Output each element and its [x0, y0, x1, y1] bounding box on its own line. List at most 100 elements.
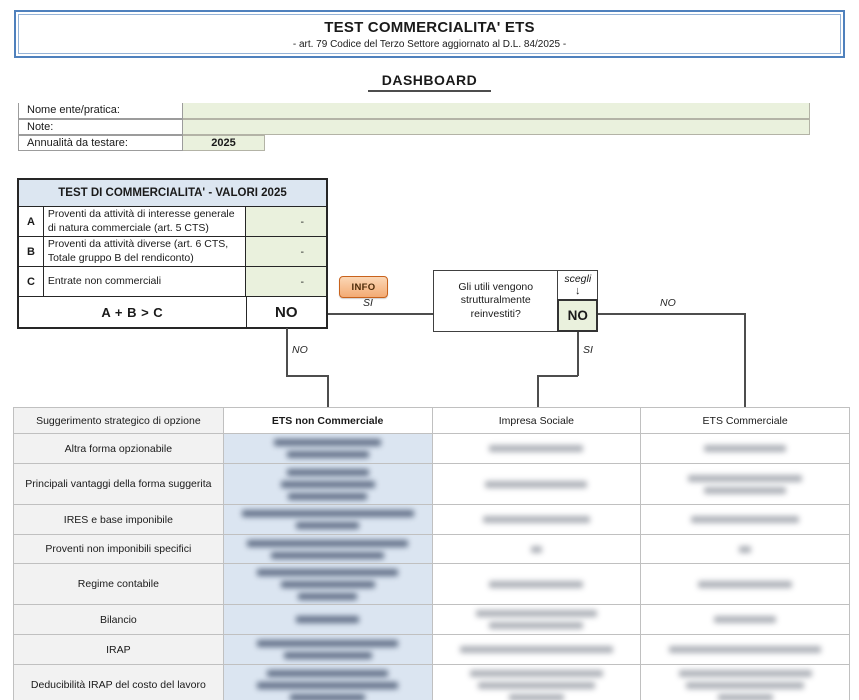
matrix-row-label: Bilancio: [14, 605, 224, 635]
blurred-text-line: [286, 451, 369, 458]
connector-si-top: [328, 313, 433, 315]
blurred-content-cell: [223, 505, 433, 535]
connector-no-right: [598, 313, 745, 315]
blurred-text-line: [698, 580, 793, 588]
blurred-text-line: [482, 516, 591, 523]
nome-ente-label: Nome ente/pratica:: [18, 103, 183, 119]
row-value-b[interactable]: -: [245, 237, 326, 266]
chooser-cell: scegli ↓: [558, 271, 597, 300]
blurred-text-line: [266, 669, 389, 677]
matrix-row-label: Regime contabile: [14, 564, 224, 605]
result-row: A + B > C NO: [19, 297, 326, 327]
blurred-text-line: [686, 681, 804, 689]
blurred-content-cell: [641, 635, 850, 665]
blurred-text-line: [296, 616, 359, 623]
matrix-row-label: Proventi non imponibili specifici: [14, 535, 224, 564]
blurred-content-cell: [641, 505, 850, 535]
blurred-content-cell: [433, 665, 642, 700]
blurred-content-cell: [641, 464, 850, 505]
connector-si-step: [537, 375, 578, 377]
matrix-table: Suggerimento strategico di opzione ETS n…: [13, 407, 850, 700]
question-box: Gli utili vengono strutturalmente reinve…: [433, 270, 598, 332]
matrix-row-label: Altra forma opzionabile: [14, 434, 224, 464]
question-text: Gli utili vengono strutturalmente reinve…: [458, 280, 534, 320]
matrix-row-label: Principali vantaggi della forma suggerit…: [14, 464, 224, 505]
blurred-text-line: [280, 480, 375, 488]
annualita-input[interactable]: 2025: [183, 135, 265, 151]
connector-no-down2: [327, 375, 329, 407]
note-input[interactable]: [183, 119, 810, 135]
blurred-content-cell: [223, 535, 433, 564]
info-button[interactable]: INFO: [339, 276, 388, 298]
page-title: DASHBOARD: [367, 72, 492, 92]
blurred-content-cell: [223, 464, 433, 505]
blurred-content-cell: [432, 635, 642, 665]
blurred-content-cell: [223, 434, 433, 464]
table-row: Regime contabile: [14, 564, 850, 605]
blurred-text-line: [290, 693, 365, 700]
blurred-text-line: [270, 551, 385, 559]
app-subtitle: - art. 79 Codice del Terzo Settore aggio…: [292, 38, 567, 50]
connector-no-right-down: [744, 313, 746, 407]
matrix-header-row: Suggerimento strategico di opzione ETS n…: [14, 408, 850, 434]
blurred-content-cell: [223, 665, 433, 700]
note-label: Note:: [18, 119, 183, 135]
answer-dropdown-cell[interactable]: NO: [557, 299, 598, 332]
blurred-text-line: [283, 652, 372, 659]
blurred-content-cell: [223, 564, 433, 605]
matrix-row-label: IRAP: [14, 635, 224, 665]
table-row: C Entrate non commerciali -: [19, 267, 326, 297]
form-row-nome: Nome ente/pratica:: [18, 103, 810, 119]
blurred-text-line: [241, 510, 414, 517]
table-row: IRES e base imponibile: [14, 505, 850, 535]
blurred-content-cell: [432, 434, 642, 464]
table-row: Proventi non imponibili specifici: [14, 535, 850, 564]
blurred-text-line: [713, 616, 777, 623]
blurred-text-line: [286, 468, 369, 476]
table-row: A Proventi da attività di interesse gene…: [19, 207, 326, 237]
blurred-content-cell: [432, 535, 642, 564]
blurred-content-cell: [432, 505, 642, 535]
app-title: TEST COMMERCIALITA' ETS: [324, 18, 535, 36]
form-row-annualita: Annualità da testare: 2025: [18, 135, 265, 151]
row-key-b: B: [26, 245, 35, 258]
nome-ente-input[interactable]: [183, 103, 810, 119]
title-banner: TEST COMMERCIALITA' ETS - art. 79 Codice…: [14, 10, 845, 58]
row-value-a[interactable]: -: [245, 207, 326, 236]
blurred-content-cell: [223, 605, 433, 635]
blurred-text-line: [678, 669, 812, 677]
blurred-text-line: [489, 622, 584, 629]
table-row: Deducibilità IRAP del costo del lavoro: [14, 665, 850, 700]
blurred-text-line: [460, 646, 613, 653]
row-label-b: Proventi da attività diverse (art. 6 CTS…: [42, 237, 246, 266]
blurred-text-line: [530, 545, 543, 553]
row-value-c[interactable]: -: [245, 267, 326, 296]
table-row: Altra forma opzionabile: [14, 434, 850, 464]
blurred-content-cell: [223, 635, 433, 665]
row-label-a: Proventi da attività di interesse genera…: [42, 207, 246, 236]
blurred-content-cell: [641, 665, 850, 700]
blurred-text-line: [739, 545, 751, 553]
blurred-text-line: [273, 439, 382, 446]
matrix-row-label: IRES e base imponibile: [14, 505, 224, 535]
table-row: IRAP: [14, 635, 850, 665]
blurred-content-cell: [641, 434, 850, 464]
edge-label-no: NO: [660, 297, 676, 309]
blurred-text-line: [704, 486, 787, 494]
blurred-text-line: [485, 480, 588, 488]
blurred-text-line: [475, 610, 598, 617]
connector-si-down2: [537, 375, 539, 407]
blurred-text-line: [717, 693, 773, 700]
arrow-down-icon: ↓: [574, 284, 581, 297]
blurred-text-line: [296, 522, 359, 529]
matrix-header-ets-non-commerciale: ETS non Commerciale: [223, 408, 433, 434]
edge-label-si: SI: [363, 297, 373, 309]
matrix-header-impresa-sociale: Impresa Sociale: [432, 408, 642, 434]
connector-si-down: [577, 332, 579, 376]
blurred-text-line: [688, 474, 802, 482]
blurred-text-line: [280, 580, 375, 588]
chooser-label: scegli: [564, 273, 592, 286]
blurred-text-line: [247, 539, 408, 547]
blurred-content-cell: [641, 535, 850, 564]
